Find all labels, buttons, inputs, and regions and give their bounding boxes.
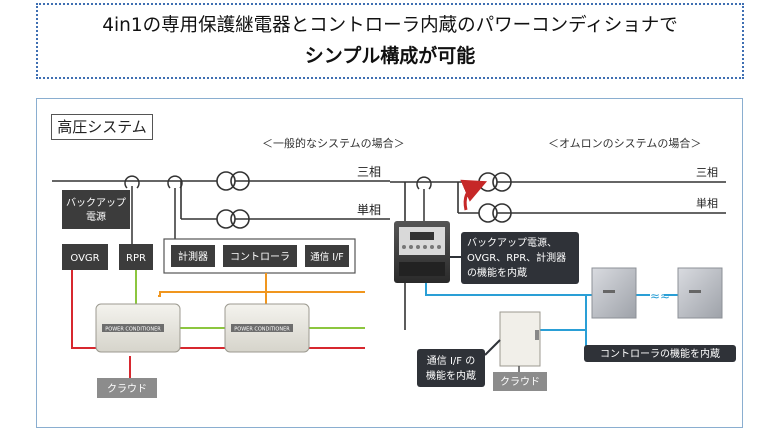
right-ct-sensors [416,176,432,222]
controller-box [223,245,297,267]
left-single-phase-label: 単相 [357,203,381,217]
red-arrow-icon [460,179,488,211]
left-cloud-box [97,378,157,398]
controller-callout-box [584,345,736,362]
relay-callout-line-1: バックアップ電源、 [467,236,557,249]
right-wiring [425,283,678,350]
left-transformer-3phase [216,171,250,191]
omron-pcs-unit-2 [677,267,723,319]
backup-power-label-1: バックアップ [66,197,126,209]
right-single-phase-label: 単相 [696,196,718,210]
left-transformer-1phase [216,209,250,229]
pcs-unit-1: POWER CONDITIONER [95,303,181,353]
omron-relay-device [394,221,450,283]
rpr-label: RPR [126,253,146,264]
omron-pcs-unit-1 [591,267,637,319]
right-three-phase-label: 三相 [696,166,718,179]
right-transformer-1phase [478,203,512,223]
comm-if-label: 通信 I/F [310,251,344,263]
comm-if-box [305,245,349,267]
pcs-1-label: POWER CONDITIONER [105,327,161,333]
relay-callout-box [461,232,579,284]
headline-frame [36,3,744,79]
pcs-2-label: POWER CONDITIONER [234,327,290,333]
left-cloud-label: クラウド [107,383,147,395]
left-caption: ＜一般的なシステムの場合＞ [262,136,405,150]
right-caption: ＜オムロンのシステムの場合＞ [548,136,701,150]
right-cloud-box [493,372,547,391]
comm-callout-line-2: 機能を内蔵 [426,369,476,382]
controller-label: コントローラ [230,251,290,263]
relay-callout-line-2: OVGR、RPR、計測器 [467,251,566,264]
backup-power-box [62,190,130,229]
controller-callout-label: コントローラの機能を内蔵 [600,347,720,360]
omron-comm-box [499,311,541,367]
backup-power-label-2: 電源 [86,210,106,223]
ovgr-box [62,244,108,270]
panel-title: 高圧システム [51,114,153,140]
left-three-phase-label: 三相 [357,165,381,179]
diagram-panel [36,98,743,428]
left-ct-sensors [124,175,183,189]
pcs-unit-2: POWER CONDITIONER [224,303,310,353]
comm-callout-box [417,349,485,387]
right-cloud-label: クラウド [500,376,540,388]
ovgr-label: OVGR [70,253,99,264]
comm-callout-line-1: 通信 I/F の [427,355,475,367]
wave-break-icon: ≈≈ [650,289,670,303]
meter-box [171,245,215,267]
meter-label: 計測器 [178,250,208,263]
headline-line-1: 4in1の専用保護継電器とコントローラ内蔵のパワーコンディショナで [102,15,678,36]
rpr-box [119,244,153,270]
headline-line-2: シンプル構成が可能 [304,45,476,67]
relay-callout-line-3: の機能を内蔵 [467,266,527,279]
comm-callout-pointer [484,339,501,356]
